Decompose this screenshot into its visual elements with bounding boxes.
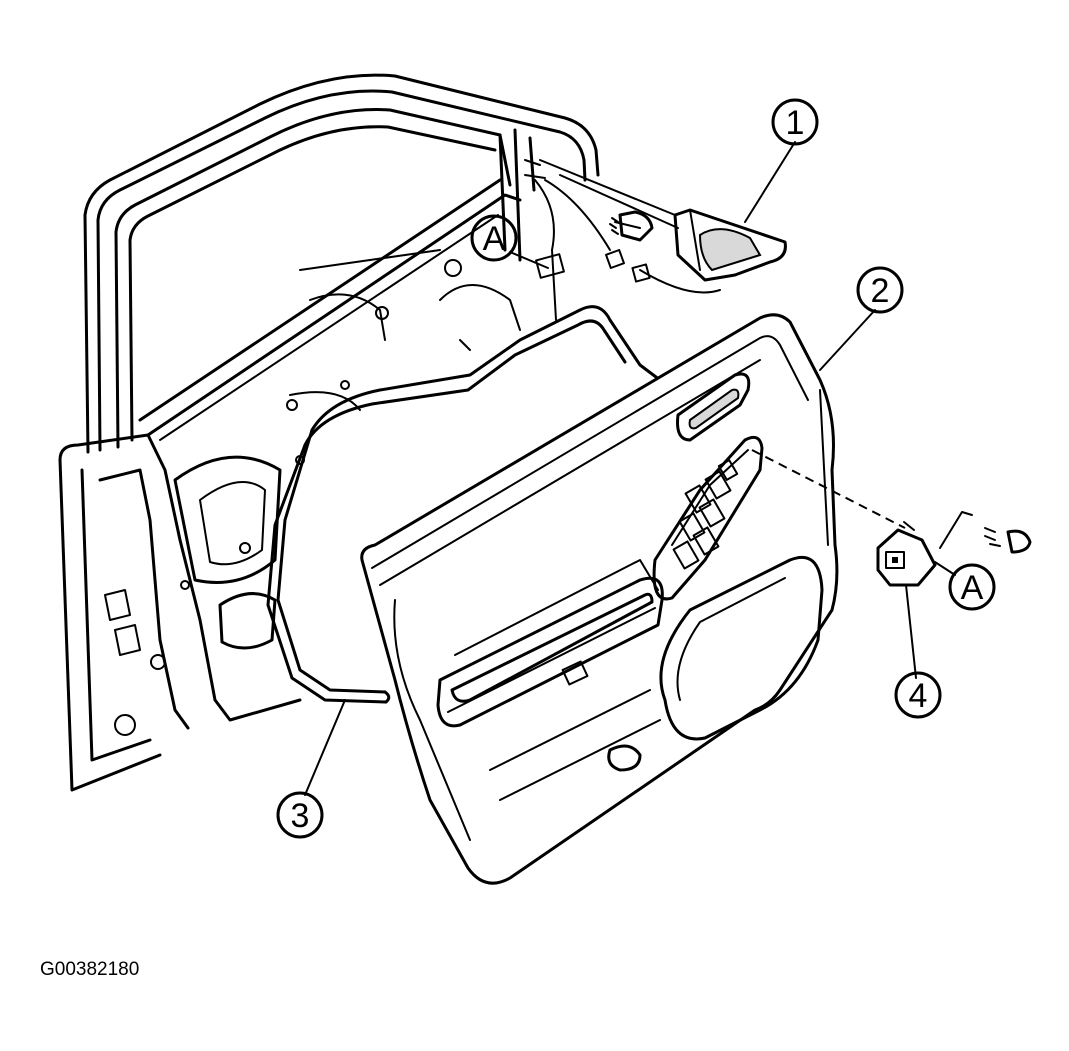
connector-a-lower: A — [948, 563, 996, 611]
connector-a-upper: A — [470, 214, 518, 262]
callout-1-label: 1 — [786, 104, 805, 142]
connector-a-lower-label: A — [961, 569, 984, 607]
figure-code: G00382180 — [40, 959, 139, 980]
connector-a-upper-label: A — [483, 220, 506, 258]
callout-leaders — [304, 141, 956, 796]
callout-4: 4 — [894, 671, 942, 719]
window-switch-cluster — [672, 459, 739, 570]
mirror-trim-bracket — [539, 159, 787, 294]
door-shell — [58, 73, 625, 792]
callout-3: 3 — [276, 791, 324, 839]
door-weatherstrip — [266, 305, 662, 704]
callout-2-label: 2 — [871, 272, 890, 310]
callout-4-label: 4 — [909, 677, 928, 715]
callout-2: 2 — [856, 266, 904, 314]
callout-1: 1 — [771, 98, 819, 146]
door-trim-panel — [360, 313, 839, 885]
power-window-switch — [751, 449, 1032, 587]
callout-3-label: 3 — [291, 797, 310, 835]
